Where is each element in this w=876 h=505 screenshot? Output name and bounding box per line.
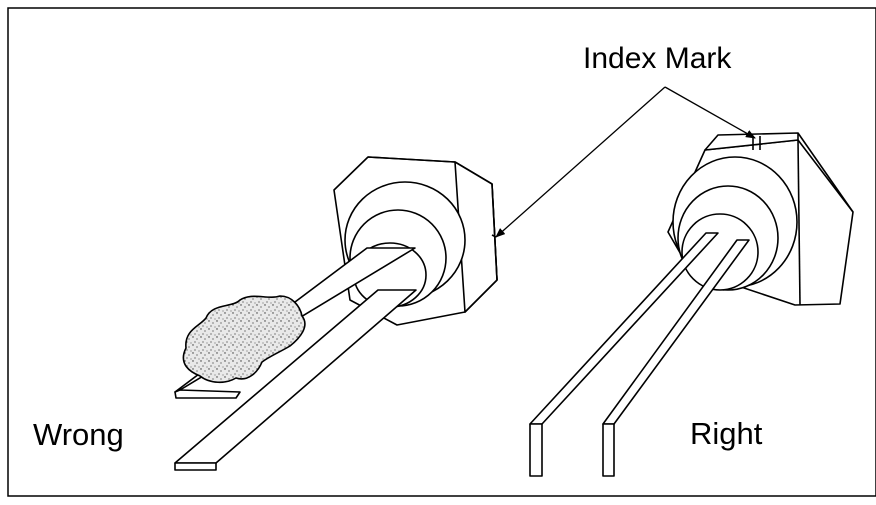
wrong-lower-prong	[174, 289, 417, 471]
index-mark-leaders	[495, 86, 756, 238]
right-left-prong	[529, 232, 719, 477]
contamination-blob	[182, 295, 306, 384]
right-probe	[529, 132, 854, 477]
right-label: Right	[690, 416, 763, 451]
leader-to-right-index	[664, 86, 756, 139]
index-mark-label: Index Mark	[583, 42, 732, 75]
wrong-probe	[174, 156, 498, 471]
figure-border	[7, 7, 876, 497]
right-shoulder	[672, 156, 798, 291]
right-right-prong	[602, 239, 750, 477]
wrong-label: Wrong	[33, 417, 124, 452]
leader-to-wrong-index	[495, 86, 666, 238]
